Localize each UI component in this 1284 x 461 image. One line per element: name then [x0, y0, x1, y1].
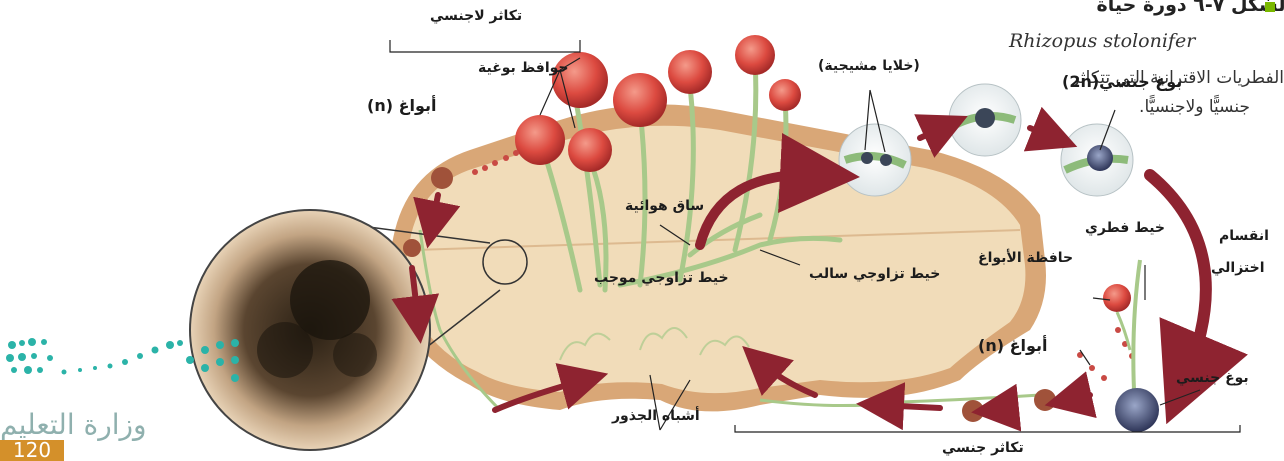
- gametangia-cell: [839, 124, 911, 196]
- label-zygospore-2n: بوغ جنسي(2n): [1062, 72, 1182, 91]
- label-sexual-reproduction: تكاثر جنسي: [942, 440, 1024, 456]
- label-asexual-reproduction: تكاثر لاجنسي: [430, 8, 522, 24]
- label-meiosis-line2: اختزالي: [1211, 260, 1265, 276]
- label-sporangia: حوافظ بوغية: [478, 60, 569, 76]
- label-minus-strain: خيط تزاوجي سالب: [809, 266, 940, 282]
- label-zygospore: بوغ جنسي: [1176, 370, 1249, 386]
- bread-slice: [389, 104, 1046, 411]
- label-sporangium: حافظة الأبواغ: [978, 250, 1073, 266]
- label-meiosis-line1: انقسام: [1219, 228, 1269, 244]
- fusing-cell: [949, 84, 1021, 156]
- ministry-logo-text: وزارة التعليم: [0, 408, 147, 441]
- label-spores-bottom: أبواغ (n): [978, 336, 1048, 355]
- label-spores-top: أبواغ (n): [367, 96, 437, 115]
- page-number-badge: 120: [0, 440, 64, 461]
- label-rhizoids: أشباه الجذور: [612, 408, 700, 424]
- figure-caption-title: الشكل ٧-٦ دورة حياة: [1097, 0, 1284, 16]
- zygospore-cell: [1061, 124, 1133, 196]
- label-plus-strain: خيط تزاوجي موجب: [594, 270, 729, 286]
- figure-caption-line2: جنسيًّا ولاجنسيًّا.: [1139, 97, 1250, 117]
- page-number: 120: [13, 440, 51, 461]
- label-aerial-hypha: ساق هوائية: [625, 198, 704, 214]
- label-gametangia: (خلايا مشيجية): [818, 58, 920, 74]
- germinating-zygospore: [1103, 260, 1159, 432]
- figure-caption-species: Rhizopus stolonifer: [1009, 30, 1195, 52]
- label-fungal-hypha: خيط فطري: [1085, 220, 1165, 236]
- caption-bullet: [1265, 2, 1275, 12]
